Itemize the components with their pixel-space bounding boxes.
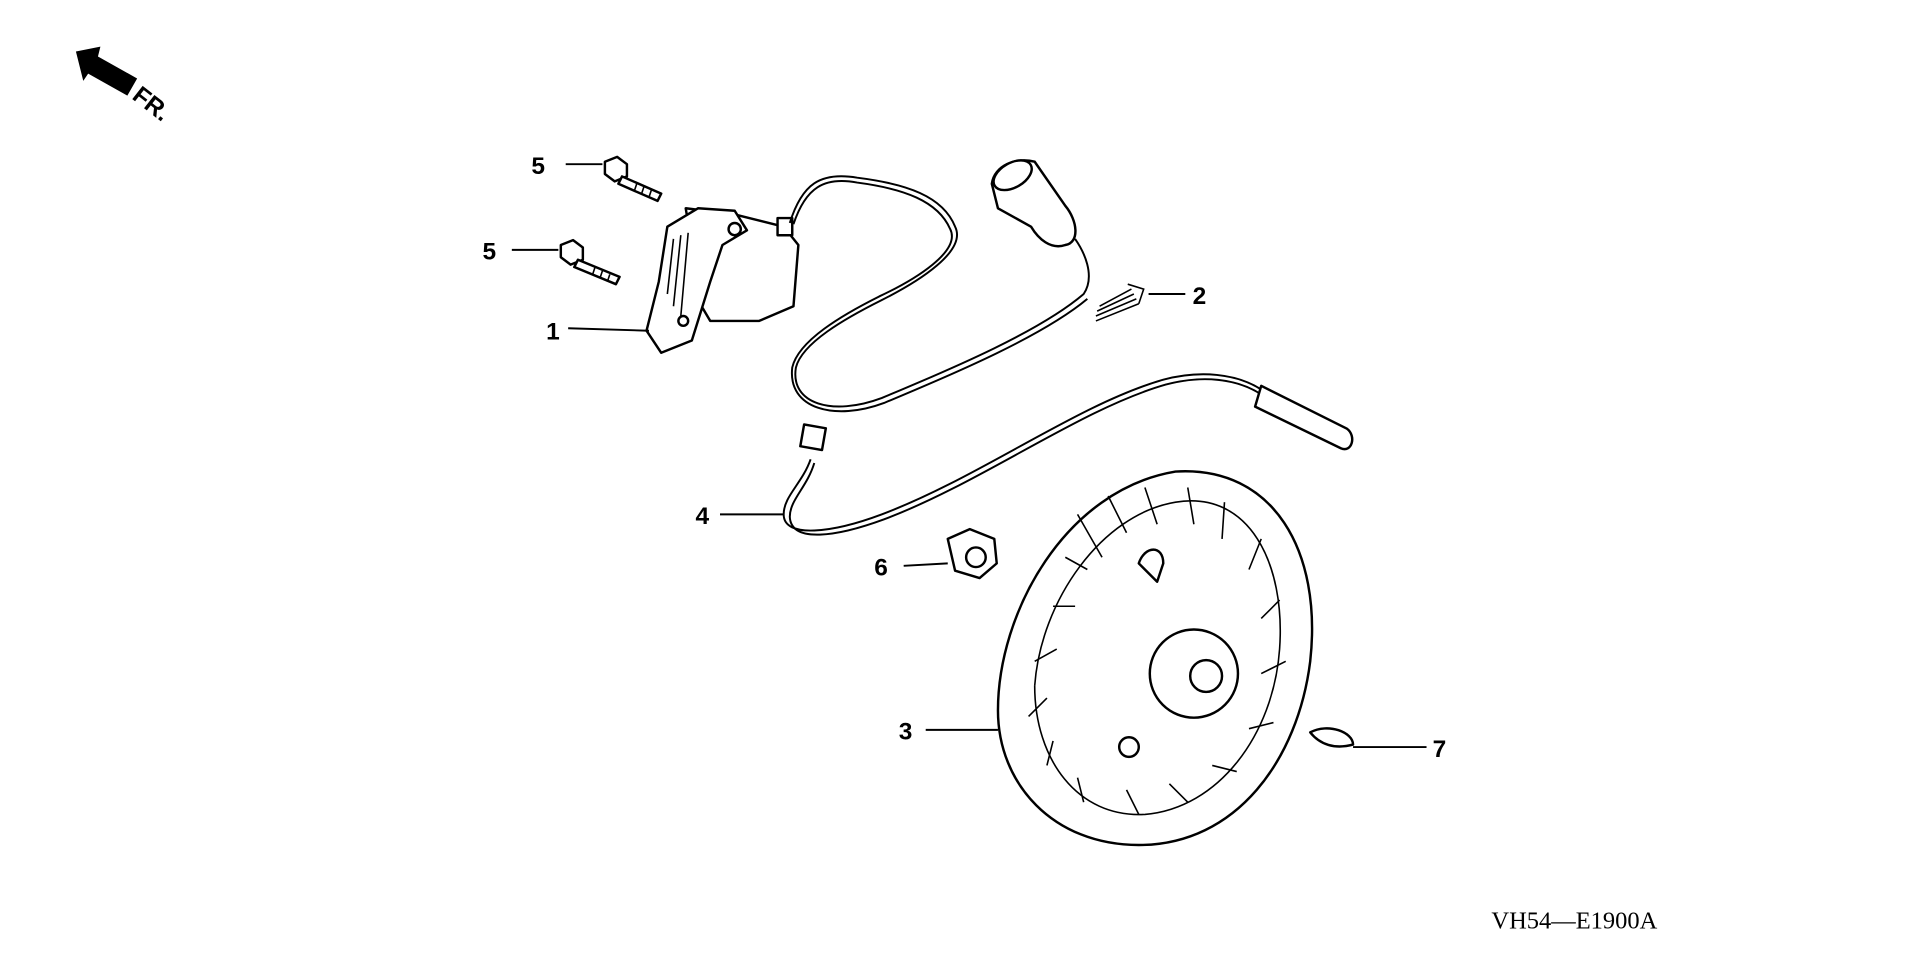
leader-lines [511,163,1427,749]
flange-nut-icon [946,527,998,580]
wire-terminal-icon [1253,384,1354,451]
callout-5-lower: 5 [482,239,496,266]
callout-2: 2 [1193,283,1207,310]
callout-7: 7 [1433,736,1447,763]
flywheel-icon [996,470,1314,847]
high-tension-lead-inner [791,180,1088,413]
bolt-upper-icon [603,155,663,203]
stop-switch-wire [782,373,1262,532]
woodruff-key-icon [1308,727,1355,748]
front-direction-arrow-icon: FR. [75,46,175,128]
spark-plug-cap-icon [990,159,1077,248]
diagram-code: VH54—E1900A [1491,907,1657,934]
callout-6: 6 [874,555,888,582]
callout-1: 1 [546,318,560,345]
callout-3: 3 [899,719,913,746]
spring-icon [1095,283,1145,322]
callout-4: 4 [696,503,710,530]
stop-switch-wire-inner [788,378,1262,536]
direction-label: FR. [127,82,175,128]
ignition-coil-icon [645,207,800,354]
high-tension-lead [788,175,1090,408]
wire-connector-icon [799,423,828,452]
bolt-lower-icon [559,238,621,286]
callout-5-upper: 5 [531,153,545,180]
